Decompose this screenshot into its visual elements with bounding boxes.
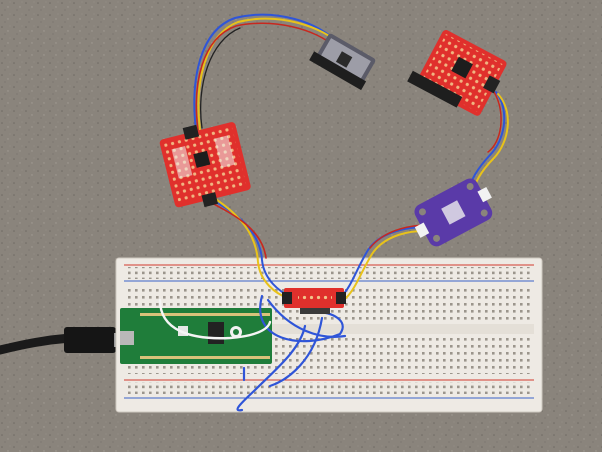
raspberry-pi-logo-icon [230,326,242,338]
white-jumper-wire [158,298,272,340]
blue-jumper-wires [236,294,347,412]
qwiic-sensor-board-purple [414,178,493,247]
pressure-sensor-breakout [309,33,376,91]
qwiic-adapter-board [282,288,346,314]
sparkfun-sensor-board-right [407,30,507,116]
sparkfun-sensor-board-left [159,122,251,208]
